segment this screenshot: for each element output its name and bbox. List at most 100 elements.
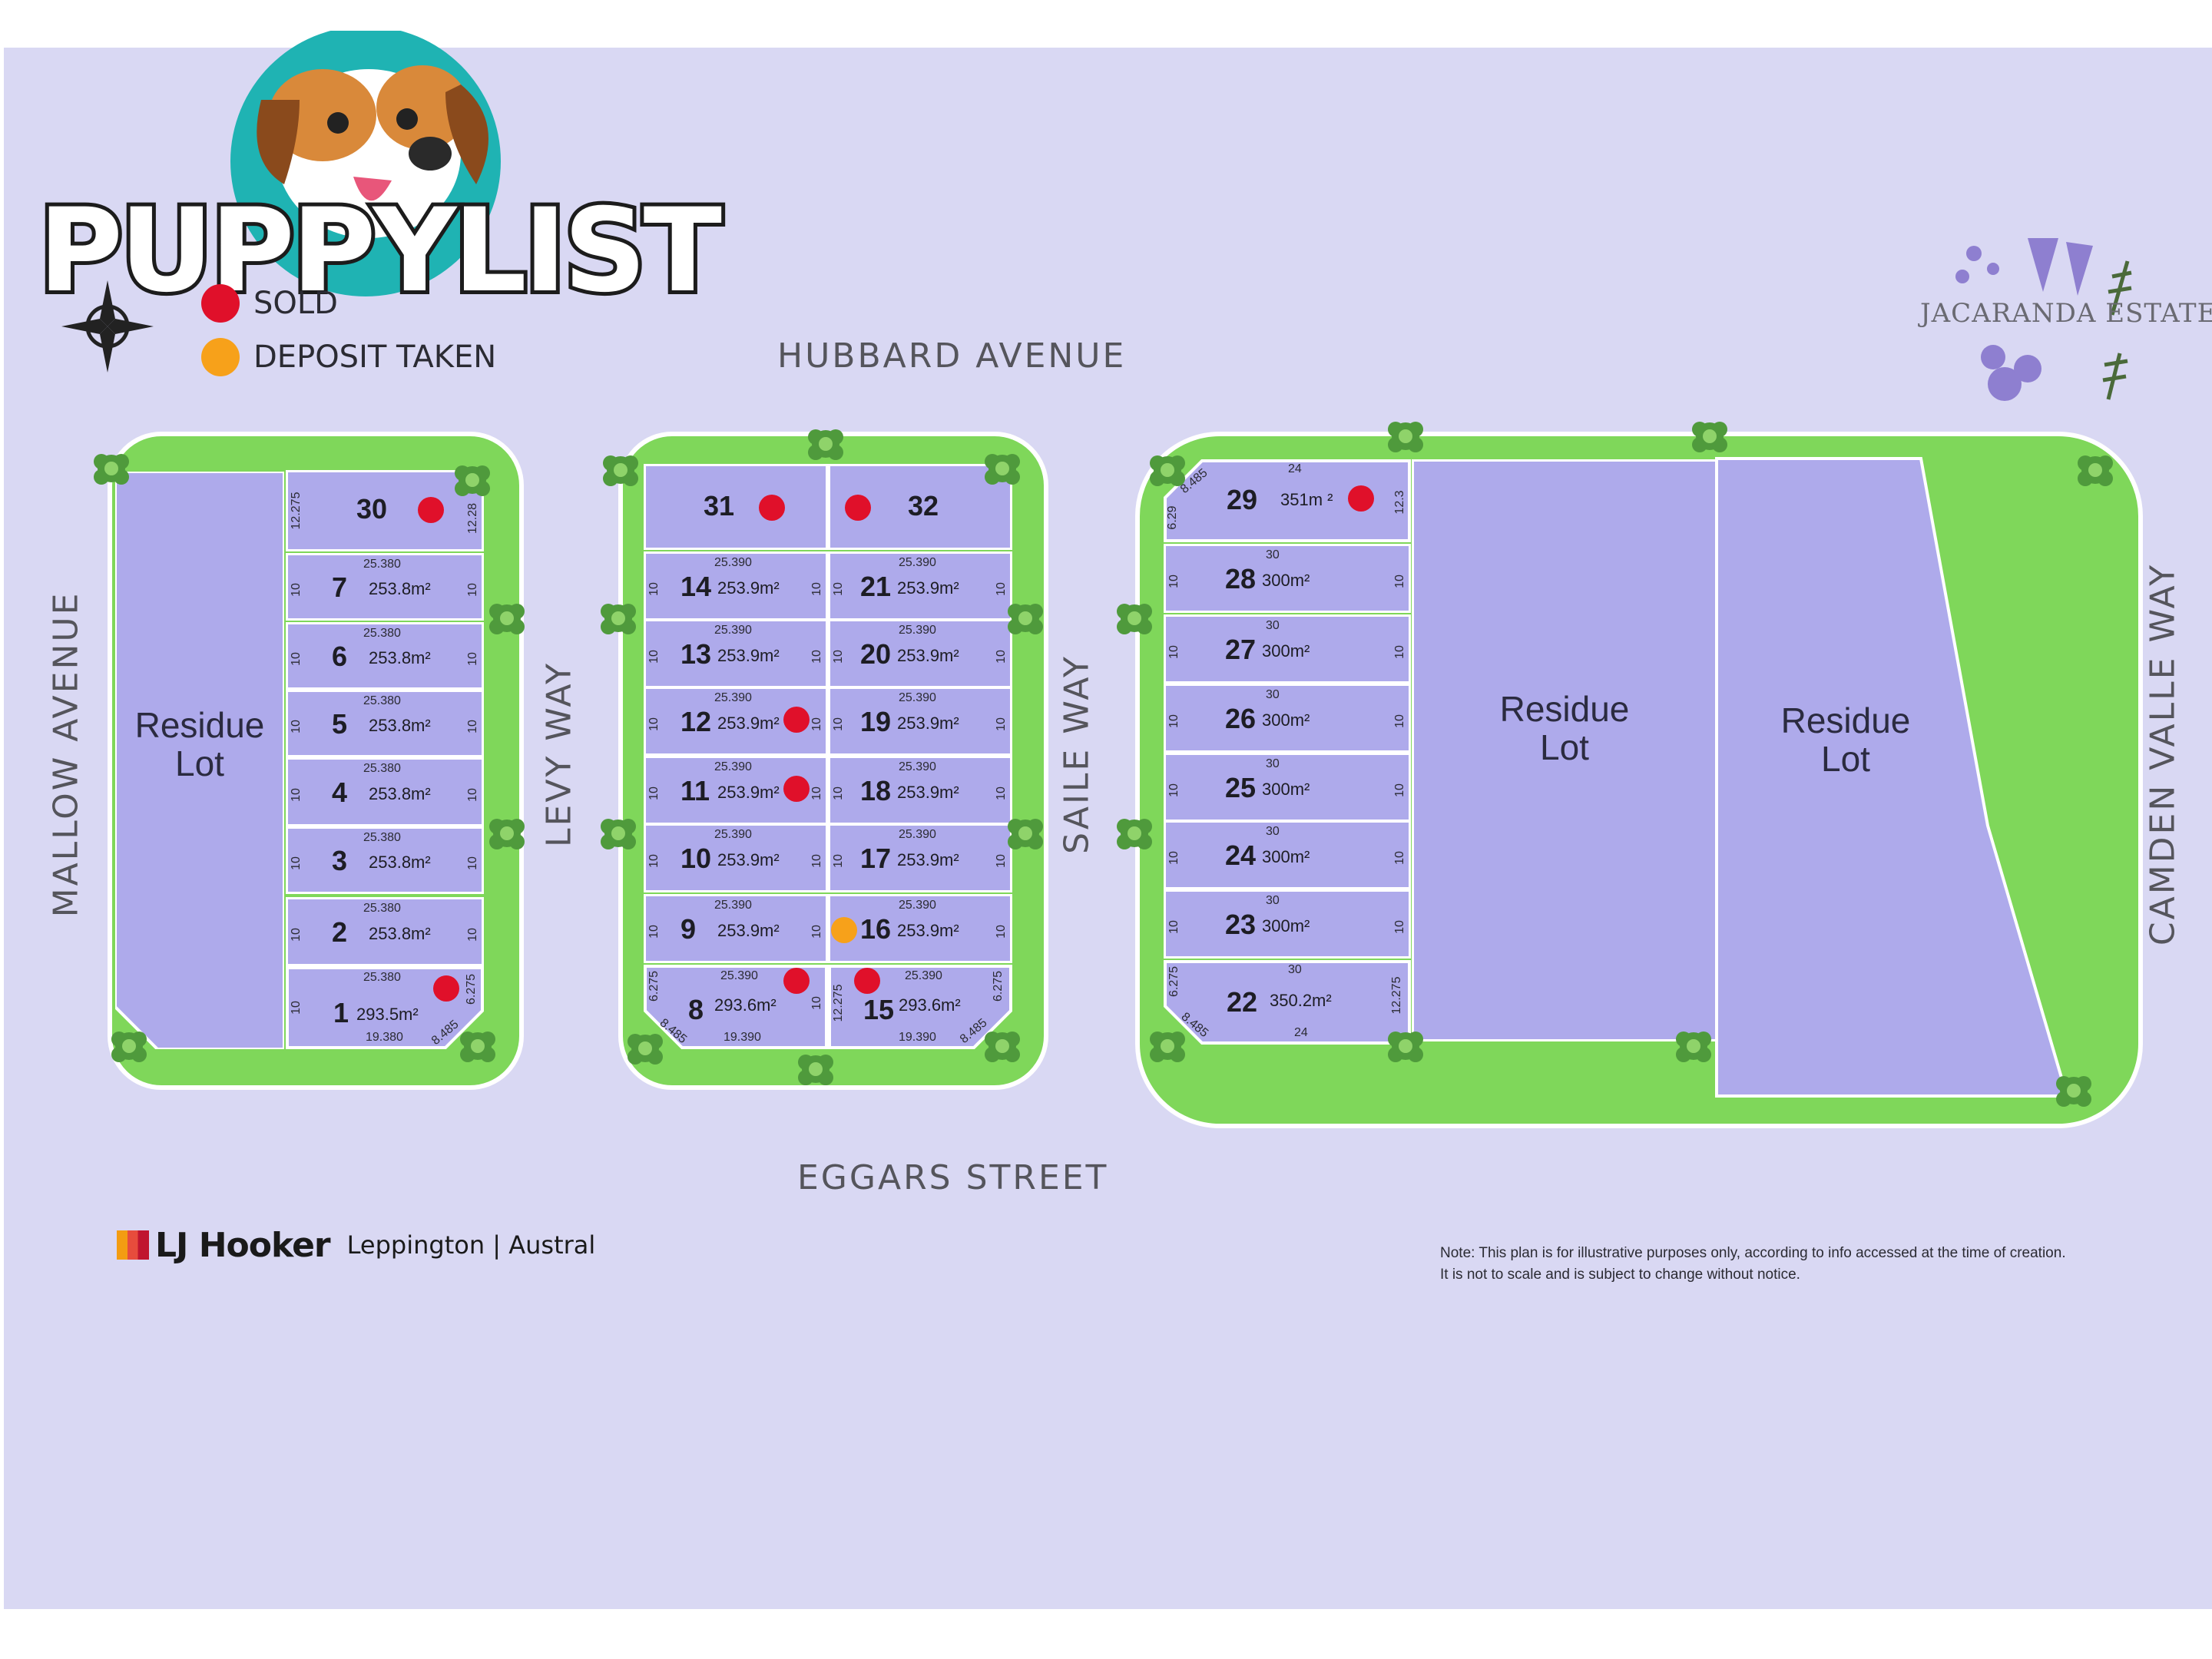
lot-rear-dim: 19.380 (366, 1031, 403, 1044)
lot-frontage-dim: 25.390 (899, 556, 936, 569)
block1-lot-3 (286, 826, 484, 894)
lot-side-dim-left: 10 (1167, 851, 1181, 865)
tree-icon (91, 448, 132, 489)
lot-frontage-dim: 25.390 (714, 760, 752, 773)
residue-label-line1: Residue (1499, 689, 1630, 729)
lot-side-dim-left: 10 (647, 582, 661, 596)
lot-side-dim-left: 10 (290, 652, 303, 666)
lot-side-dim-left: 6.275 (1167, 965, 1181, 998)
lot-number: 26 (1225, 703, 1257, 734)
lot-number: 32 (908, 490, 939, 522)
lot-area: 300m² (1262, 780, 1310, 799)
lot-area: 253.8m² (369, 924, 431, 943)
street-saile-way: SAILE WAY (1057, 654, 1097, 854)
lot-frontage-dim: 25.390 (899, 760, 936, 773)
lot-area: 253.9m² (717, 783, 780, 802)
tree-icon (486, 598, 528, 639)
block3-lot-25 (1164, 753, 1411, 822)
block2-lot-18 (828, 756, 1012, 825)
lot-number: 24 (1225, 839, 1257, 871)
disclaimer-line-2: It is not to scale and is subject to cha… (1440, 1267, 1800, 1283)
lot-number: 7 (332, 571, 348, 603)
legend-sold-label: SOLD (253, 286, 338, 321)
lot-area: 300m² (1262, 710, 1310, 730)
lot-side-dim-right: 10 (466, 720, 479, 733)
tree-icon (1147, 449, 1188, 491)
street-camden-valle-way: CAMDEN VALLE WAY (2143, 562, 2183, 946)
lot-side-dim-left: 10 (1167, 783, 1181, 797)
block3-lot-28 (1164, 544, 1411, 613)
lot-number: 12 (680, 706, 712, 737)
lot-number: 27 (1225, 634, 1257, 665)
tree-icon (805, 423, 846, 465)
lot-30-sold-dot (418, 497, 444, 523)
lot-number: 8 (688, 994, 704, 1025)
lot-15-sold-dot (854, 968, 880, 994)
block2-lot-19 (828, 687, 1012, 756)
tree-icon (600, 449, 641, 491)
lot-side-dim-left: 10 (290, 1001, 303, 1015)
tree-icon (2075, 449, 2116, 491)
lot-frontage-dim: 25.390 (714, 828, 752, 841)
tree-icon (1114, 598, 1155, 639)
lot-frontage-dim: 30 (1266, 688, 1280, 701)
lot-number: 19 (860, 706, 892, 737)
lot-rear-dim: 19.390 (724, 1031, 761, 1044)
lot-side-dim-right: 10 (810, 925, 823, 939)
lot-side-dim-left: 10 (832, 650, 845, 664)
lot-29-sold-dot (1348, 485, 1374, 512)
block1-lot-30 (286, 470, 484, 551)
lot-number: 25 (1225, 772, 1257, 803)
street-levy-way: LEVY WAY (539, 661, 579, 847)
lot-side-dim-right: 10 (1393, 575, 1406, 588)
legend-sold-dot (201, 284, 240, 323)
lot-side-dim-left: 10 (1167, 714, 1181, 728)
lot-side-dim-left: 10 (647, 717, 661, 731)
lot-side-dim-right: 10 (995, 717, 1008, 731)
lot-frontage-dim: 25.390 (714, 691, 752, 704)
lot-side-dim-right: 10 (995, 582, 1008, 596)
residue-label-line1: Residue (1780, 700, 1911, 740)
lot-side-dim-left: 10 (290, 788, 303, 802)
lot-side-dim-right: 10 (1393, 920, 1406, 934)
lot-side-dim-left: 10 (647, 854, 661, 868)
lot-side-dim-left: 10 (832, 786, 845, 800)
tree-icon (982, 1025, 1023, 1067)
lot-side-dim-right: 10 (995, 650, 1008, 664)
lot-side-dim-left: 10 (290, 720, 303, 733)
block3-lot-22 (1164, 960, 1411, 1045)
lot-number: 2 (332, 916, 348, 948)
block-1-residue-lot: Residue Lot (114, 470, 286, 1051)
lot-frontage-dim: 25.390 (714, 556, 752, 569)
lot-area: 253.8m² (369, 853, 431, 872)
block1-lot-6 (286, 622, 484, 690)
tree-icon (982, 448, 1023, 489)
lot-area: 350.2m² (1270, 991, 1332, 1010)
lot-number: 13 (680, 638, 712, 670)
residue-label-line1: Residue (134, 705, 265, 745)
lot-area: 253.9m² (717, 921, 780, 940)
lot-side-dim-left: 10 (832, 717, 845, 731)
puppylist-logo: PUPPYLIST (31, 26, 737, 323)
lot-side-dim-right: 10 (810, 996, 823, 1010)
lot-16-status-dot (831, 917, 857, 943)
lot-side-dim-left: 10 (290, 583, 303, 597)
residue-label-line2: Lot (1821, 739, 1870, 779)
lot-area: 253.9m² (717, 646, 780, 665)
lot-area: 253.9m² (897, 850, 959, 869)
block3-lot-26 (1164, 684, 1411, 753)
block2-lot-16 (828, 894, 1012, 963)
lot-number: 17 (860, 843, 892, 874)
lot-side-dim-left: 10 (1167, 920, 1181, 934)
lot-number: 21 (860, 571, 892, 602)
lot-number: 18 (860, 775, 892, 806)
lot-side-dim-right: 12.28 (466, 502, 479, 535)
lot-12-status-dot (783, 707, 810, 733)
lot-frontage-dim: 30 (1266, 619, 1280, 632)
lot-area: 293.6m² (714, 995, 777, 1015)
lot-area: 253.8m² (369, 784, 431, 803)
lot-area: 300m² (1262, 916, 1310, 935)
disclaimer-line-1: Note: This plan is for illustrative purp… (1440, 1245, 2066, 1261)
lot-number: 29 (1227, 484, 1258, 515)
block1-lot-7 (286, 553, 484, 621)
